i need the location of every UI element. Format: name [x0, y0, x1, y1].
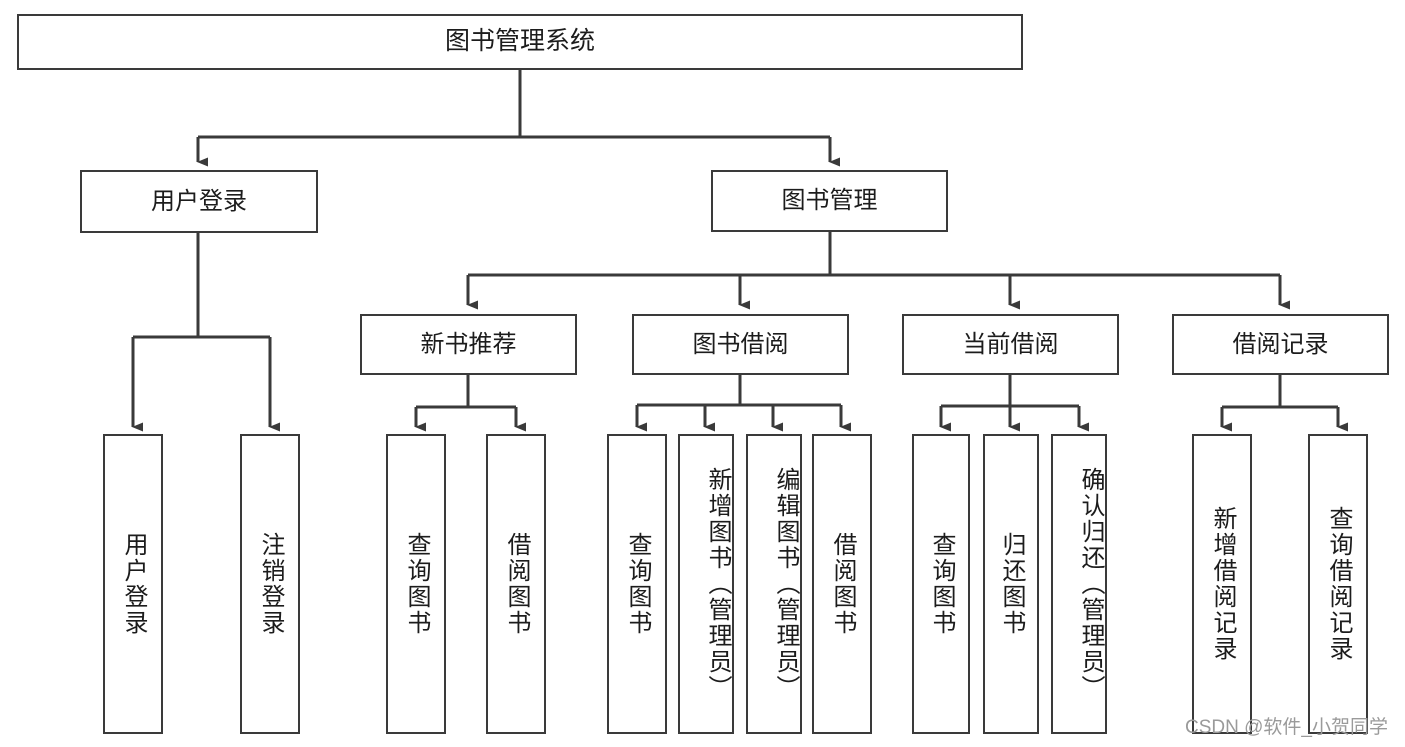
leaf-label: 新增图书（管理员） [704, 467, 731, 701]
node-current-borrow[interactable]: 当前借阅 [902, 314, 1119, 375]
leaf-label: 查询借阅记录 [1325, 506, 1352, 662]
leaf-logout[interactable]: 注销登录 [240, 434, 300, 734]
leaf-label: 编辑图书（管理员） [772, 467, 799, 701]
node-book-management-label: 图书管理 [781, 187, 878, 214]
node-new-book-recommend[interactable]: 新书推荐 [360, 314, 577, 375]
leaf-return-book[interactable]: 归还图书 [983, 434, 1039, 734]
node-root-system[interactable]: 图书管理系统 [17, 14, 1023, 70]
node-root-label: 图书管理系统 [444, 27, 595, 56]
leaf-query-borrow-record[interactable]: 查询借阅记录 [1308, 434, 1368, 734]
leaf-user-login[interactable]: 用户登录 [103, 434, 163, 734]
leaf-borrow-book[interactable]: 借阅图书 [812, 434, 872, 734]
watermark-text: CSDN @软件_小贺同学 [1185, 717, 1388, 738]
node-borrow-record[interactable]: 借阅记录 [1172, 314, 1389, 375]
leaf-query-book-current[interactable]: 查询图书 [912, 434, 970, 734]
leaf-edit-book-admin[interactable]: 编辑图书（管理员） [746, 434, 802, 734]
node-user-login-label: 用户登录 [151, 187, 247, 215]
leaf-label: 查询图书 [624, 532, 651, 636]
leaf-label: 查询图书 [928, 532, 955, 636]
leaf-label: 归还图书 [998, 532, 1025, 636]
leaf-label: 新增借阅记录 [1209, 506, 1236, 662]
leaf-label: 注销登录 [257, 532, 284, 636]
leaf-confirm-return-admin[interactable]: 确认归还（管理员） [1051, 434, 1107, 734]
leaf-query-book-borrow[interactable]: 查询图书 [607, 434, 667, 734]
node-book-management[interactable]: 图书管理 [711, 170, 948, 232]
leaf-label: 借阅图书 [503, 532, 530, 636]
leaf-query-book-recommend[interactable]: 查询图书 [386, 434, 446, 734]
leaf-borrow-book-recommend[interactable]: 借阅图书 [486, 434, 546, 734]
node-new-book-recommend-label: 新书推荐 [420, 330, 517, 358]
leaf-label: 确认归还（管理员） [1077, 467, 1104, 701]
leaf-label: 借阅图书 [829, 532, 856, 636]
leaf-label: 查询图书 [403, 532, 430, 636]
node-user-login[interactable]: 用户登录 [80, 170, 318, 233]
leaf-add-book-admin[interactable]: 新增图书（管理员） [678, 434, 734, 734]
node-borrow-record-label: 借阅记录 [1232, 330, 1329, 358]
leaf-add-borrow-record[interactable]: 新增借阅记录 [1192, 434, 1252, 734]
leaf-label: 用户登录 [120, 532, 147, 636]
node-book-borrow-label: 图书借阅 [692, 330, 789, 358]
node-book-borrow[interactable]: 图书借阅 [632, 314, 849, 375]
node-current-borrow-label: 当前借阅 [962, 330, 1059, 358]
